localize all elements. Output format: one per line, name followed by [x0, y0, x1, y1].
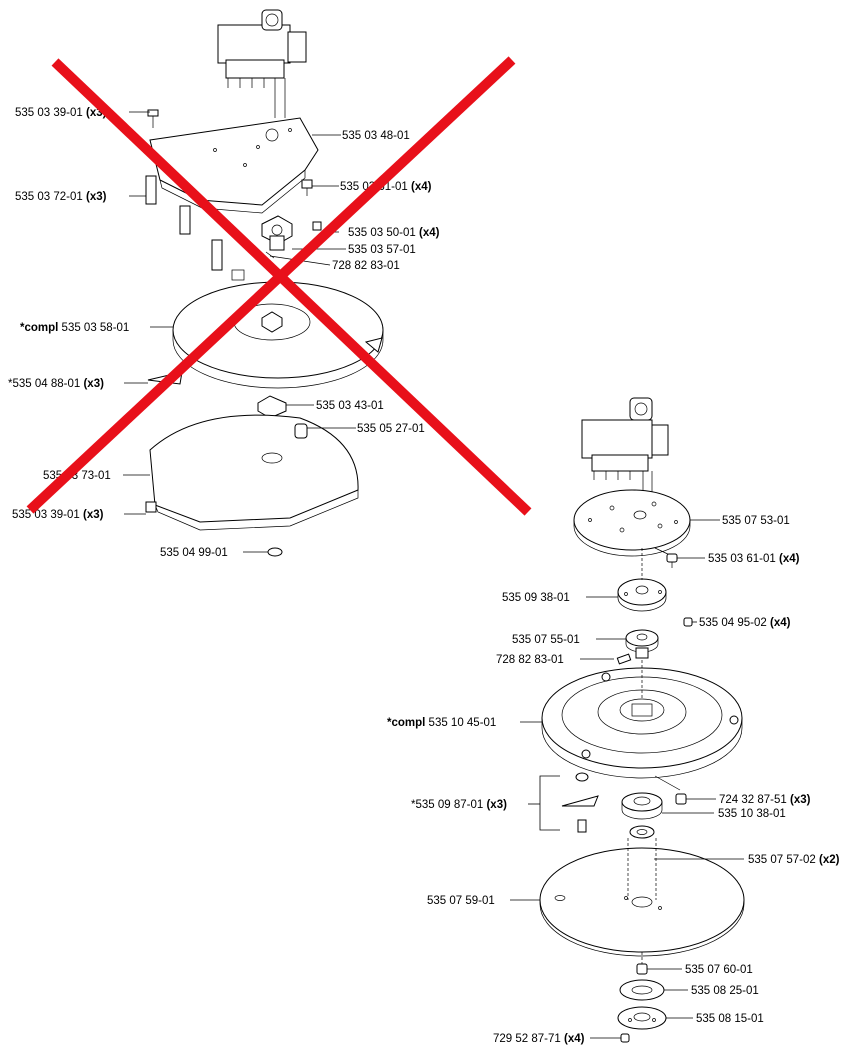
old-fasteners: [145, 109, 322, 271]
old-blade-disc: [147, 269, 384, 389]
new-adapter: [617, 578, 667, 612]
part-label: 535 10 38-01: [718, 808, 786, 820]
new-motor-plate: [573, 489, 691, 557]
new-hub: [616, 629, 659, 665]
part-label: 535 03 48-01: [342, 130, 410, 142]
new-blade-kit: [539, 772, 599, 833]
part-label: 535 03 57-01: [348, 244, 416, 256]
part-label: 535 03 50-01 (x4): [348, 227, 440, 239]
part-label: 535 07 53-01: [722, 515, 790, 527]
part-label: *535 09 87-01 (x3): [411, 799, 507, 811]
part-label: 535 03 43-01: [316, 400, 384, 412]
part-label: 535 03 39-01 (x3): [15, 107, 107, 119]
part-label: 535 07 60-01: [685, 964, 753, 976]
obsolete-cross-mark: [26, 56, 532, 516]
new-bottom-parts: [617, 963, 667, 1043]
current-assembly: 535 07 53-01 535 03 61-01 (x4) 535 09 38…: [387, 397, 840, 1045]
part-label: 729 52 87-71 (x4): [493, 1033, 585, 1045]
part-label: 535 08 15-01: [696, 1013, 764, 1025]
new-bearing-housing: [621, 792, 663, 820]
part-label: 535 09 38-01: [502, 592, 570, 604]
part-label: 535 07 59-01: [427, 895, 495, 907]
old-skid-plate: [145, 414, 359, 557]
part-label: 535 08 25-01: [691, 985, 759, 997]
part-label: 535 05 27-01: [357, 423, 425, 435]
old-hub: [261, 215, 293, 259]
old-motor-plate: [149, 117, 319, 214]
part-label: *535 04 88-01 (x3): [8, 378, 104, 390]
new-screw-3: [675, 793, 687, 805]
part-label: 535 07 55-01: [512, 634, 580, 646]
part-label: 724 32 87-51 (x3): [719, 794, 811, 806]
obsolete-assembly: 535 03 39-01 (x3) 535 03 48-01 535 03 72…: [8, 9, 532, 559]
new-part-labels: 535 07 53-01 535 03 61-01 (x4) 535 09 38…: [387, 515, 840, 1045]
new-axis-lines: [627, 548, 681, 964]
new-blade-disc: [541, 667, 743, 779]
part-label: 535 07 57-02 (x2): [748, 854, 840, 866]
old-part-labels: 535 03 39-01 (x3) 535 03 48-01 535 03 72…: [8, 107, 440, 559]
part-label: 535 04 95-02 (x4): [699, 617, 791, 629]
new-leaders: [510, 519, 744, 1039]
part-label: 535 04 99-01: [160, 547, 228, 559]
new-motor: [581, 397, 669, 512]
new-screw: [666, 553, 678, 568]
new-skid-disc: [539, 847, 745, 957]
part-label: 535 03 39-01 (x3): [12, 509, 104, 521]
old-motor: [217, 9, 307, 118]
new-screw-2: [683, 617, 693, 627]
part-label: 535 03 72-01 (x3): [15, 191, 107, 203]
part-label: 728 82 83-01: [496, 654, 564, 666]
part-label: 535 03 61-01 (x4): [708, 553, 800, 565]
part-label: *compl 535 10 45-01: [387, 717, 496, 729]
part-label: *compl 535 03 58-01: [20, 322, 129, 334]
old-nut: [257, 395, 287, 419]
part-label: 728 82 83-01: [332, 260, 400, 272]
